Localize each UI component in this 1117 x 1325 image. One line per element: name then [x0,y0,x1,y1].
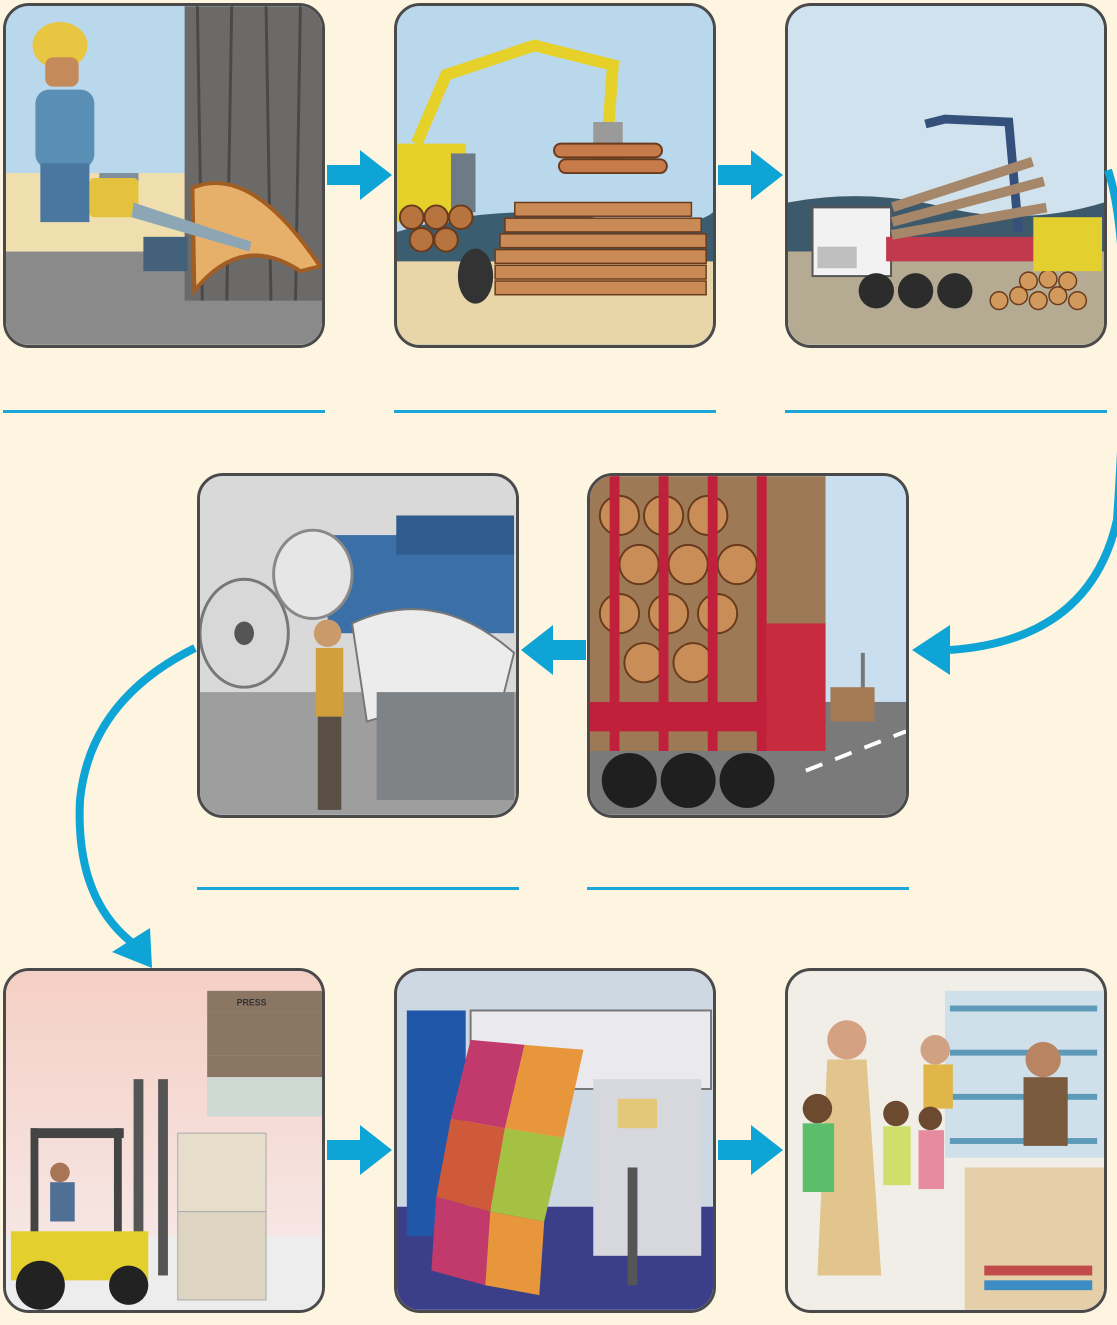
family-at-stationery-shop-image [788,971,1104,1310]
panel-truck-loading [785,3,1107,348]
paper-mill-rolls-image [200,476,516,815]
panel-log-loader [394,3,716,348]
arrow-left-icon [521,625,586,675]
press-sign: PRESS [237,998,267,1008]
logs-loaded-on-truck-image [788,6,1104,345]
answer-line-2[interactable] [394,410,716,413]
answer-line-5[interactable] [197,887,519,890]
large-format-printer-image [397,971,713,1310]
panel-forklift-press: PRESS [3,968,325,1313]
arrow-right-icon [327,150,392,200]
panel-log-truck-highway [587,473,909,818]
forklift-at-press-image: PRESS [6,971,322,1310]
panel-printer [394,968,716,1313]
arrow-right-icon [718,150,783,200]
woodcutter-felling-tree-image [6,6,322,345]
arrow-right-icon [327,1125,392,1175]
answer-line-4[interactable] [587,887,909,890]
arrow-right-icon [718,1125,783,1175]
panel-paper-mill [197,473,519,818]
panel-woodcutter [3,3,325,348]
log-truck-on-highway-image [590,476,906,815]
log-loader-crane-image [397,6,713,345]
arrowhead-icon [112,928,152,968]
panel-stationery-shop [785,968,1107,1313]
curved-arrow-icon [75,644,197,949]
arrowhead-icon [912,625,950,675]
answer-line-3[interactable] [785,410,1107,413]
answer-line-1[interactable] [3,410,325,413]
